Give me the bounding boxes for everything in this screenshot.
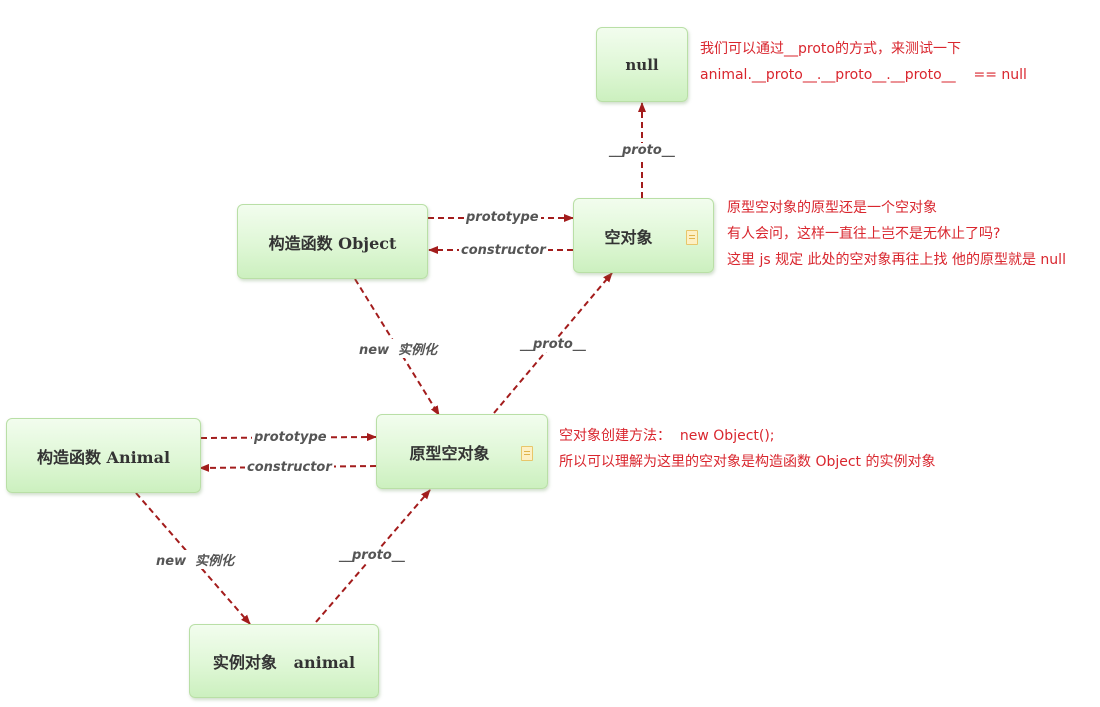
node-null-label: null <box>625 55 659 74</box>
edge-animal-new <box>135 492 251 625</box>
node-animal-constructor-label: 构造函数 Animal <box>36 447 171 467</box>
annotation-line: 所以可以理解为这里的空对象是构造函数 Object 的实例对象 <box>559 454 936 470</box>
annotation-proto-note: 空对象创建方法： new Object(); 所以可以理解为这里的空对象是构造函… <box>559 423 936 475</box>
annotation-line: animal.__proto__.__proto__.__proto__ == … <box>700 67 1027 83</box>
edge-label-object-new: new 实例化 <box>357 339 440 358</box>
edge-label-proto-mid: __proto__ <box>518 337 588 352</box>
annotation-line: 有人会问，这样一直往上岂不是无休止了吗? <box>727 226 1001 242</box>
note-icon <box>521 446 533 461</box>
node-empty-object-label: 空对象 <box>604 227 653 247</box>
edge-instance-proto <box>315 489 431 623</box>
annotation-line: 我们可以通过__proto的方式，来测试一下 <box>700 41 961 57</box>
annotation-line: 空对象创建方法： new Object(); <box>559 428 775 444</box>
note-icon <box>686 230 698 245</box>
node-null: null <box>596 27 688 102</box>
node-object-constructor: 构造函数 Object <box>237 204 428 279</box>
node-prototype-object-label: 原型空对象 <box>409 443 490 463</box>
annotation-empty-note: 原型空对象的原型还是一个空对象 有人会问，这样一直往上岂不是无休止了吗? 这里 … <box>727 195 1066 273</box>
node-prototype-object: 原型空对象 <box>376 414 548 489</box>
edge-label-object-prototype: prototype <box>464 210 541 225</box>
edge-label-proto-bottom: __proto__ <box>337 548 407 563</box>
node-empty-object: 空对象 <box>573 198 714 273</box>
node-instance: 实例对象 animal <box>189 624 379 698</box>
edge-animal-prototype <box>200 433 377 442</box>
annotation-null-note: 我们可以通过__proto的方式，来测试一下 animal.__proto__.… <box>700 36 1027 88</box>
edge-label-animal-new: new 实例化 <box>154 550 237 569</box>
node-animal-constructor: 构造函数 Animal <box>6 418 201 493</box>
edge-label-animal-prototype: prototype <box>252 430 329 445</box>
annotation-line: 原型空对象的原型还是一个空对象 <box>727 200 937 216</box>
edge-label-object-constructor: constructor <box>459 243 548 258</box>
edge-label-animal-constructor: constructor <box>245 460 334 475</box>
node-object-constructor-label: 构造函数 Object <box>268 233 397 253</box>
annotation-line: 这里 js 规定 此处的空对象再往上找 他的原型就是 null <box>727 252 1066 268</box>
edge-object-new <box>354 278 440 416</box>
node-instance-label: 实例对象 animal <box>212 653 356 672</box>
edge-label-proto-top: __proto__ <box>607 143 677 158</box>
